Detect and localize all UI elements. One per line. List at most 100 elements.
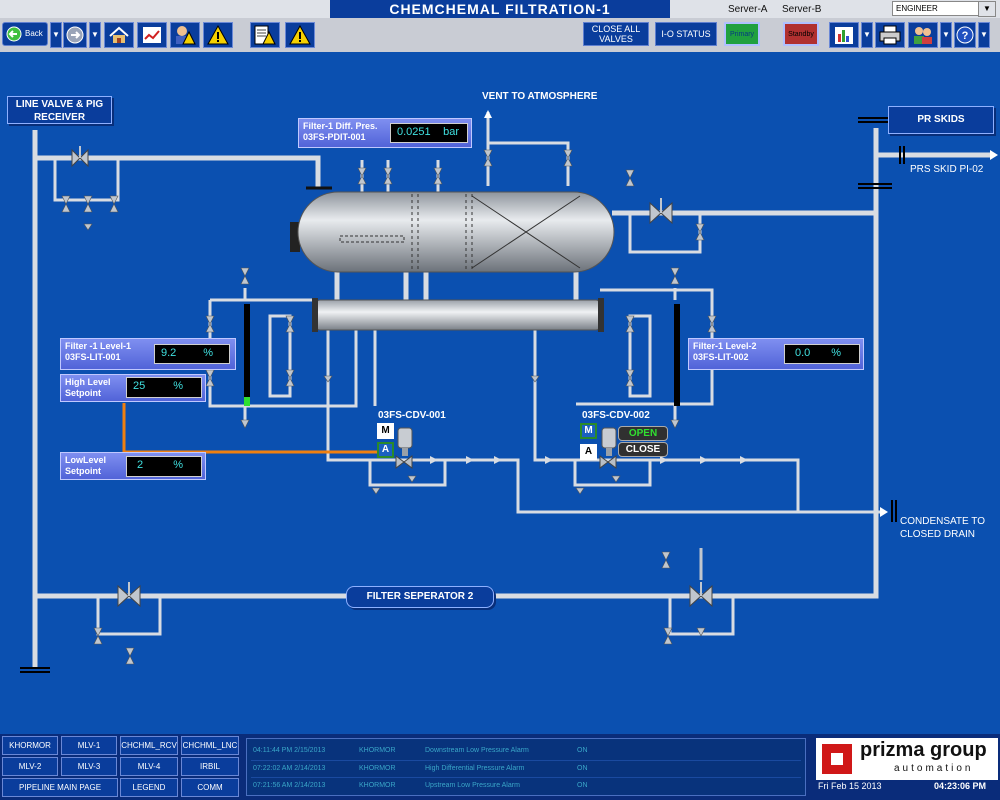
- cdv-001-auto-button[interactable]: A: [377, 442, 394, 458]
- status-date: Fri Feb 15 2013: [818, 781, 882, 791]
- alarm-list-icon: [207, 24, 229, 45]
- high-setpoint-display[interactable]: 25 %: [126, 377, 202, 398]
- svg-text:?: ?: [962, 30, 969, 42]
- help-dropdown[interactable]: ▼: [978, 22, 990, 48]
- prizma-logo: prizma group automation: [816, 738, 998, 780]
- condensate-label-2: CLOSED DRAIN: [900, 529, 976, 540]
- condensate-arrow: [880, 507, 888, 517]
- app-title: CHEMCHEMAL FILTRATION-1: [330, 0, 670, 18]
- level-2-title: Filter-1 Level-2: [693, 341, 757, 351]
- diff-pres-display: 0.0251 bar: [390, 123, 468, 143]
- back-button[interactable]: Back: [2, 22, 48, 46]
- logo-name: prizma group: [860, 739, 987, 761]
- alarm-message: Upstream Low Pressure Alarm: [425, 782, 520, 789]
- user-alarm-button[interactable]: [170, 22, 200, 48]
- forward-button[interactable]: [63, 22, 87, 48]
- alarm-state: ON: [577, 747, 588, 754]
- trend-button[interactable]: [137, 22, 167, 48]
- alarm-row[interactable]: 07:22:02 AM 2/14/2013 KHORMOR High Diffe…: [251, 760, 801, 777]
- printer-icon: [879, 25, 901, 45]
- low-setpoint-title: LowLevel: [65, 455, 107, 465]
- low-setpoint-subtitle: Setpoint: [65, 466, 101, 476]
- server-a-label: Server-A: [728, 4, 768, 15]
- nav-button-mlv-3[interactable]: MLV-3: [61, 757, 117, 776]
- alarm-time: 07:22:02 AM 2/14/2013: [253, 765, 326, 772]
- cdv-002-close-button[interactable]: CLOSE: [618, 442, 668, 457]
- level-1-value: 9.2: [161, 347, 177, 359]
- diff-pres-tag: 03FS-PDIT-001: [303, 132, 366, 142]
- close-all-valves-button[interactable]: CLOSE ALL VALVES: [583, 22, 649, 46]
- io-status-button[interactable]: I-O STATUS: [655, 22, 717, 46]
- nav-button-khormor[interactable]: KHORMOR: [2, 736, 58, 755]
- users-dropdown[interactable]: ▼: [940, 22, 952, 48]
- nav-button-mlv-1[interactable]: MLV-1: [61, 736, 117, 755]
- nav-button-chchml-rcv[interactable]: CHCHML_RCV: [120, 736, 178, 755]
- condensate-label-1: CONDENSATE TO: [900, 516, 986, 527]
- cdv-001-valve[interactable]: [395, 427, 413, 469]
- vessel-mesh: [471, 195, 581, 269]
- back-history-dropdown[interactable]: ▼: [50, 22, 62, 48]
- cdv-002-open-button[interactable]: OPEN: [618, 426, 668, 441]
- vessel-inlet-pipe: [339, 235, 405, 243]
- nav-button-mlv-2[interactable]: MLV-2: [2, 757, 58, 776]
- high-setpoint-subtitle: Setpoint: [65, 388, 101, 398]
- nav-button-pipeline-main-page[interactable]: PIPELINE MAIN PAGE: [2, 778, 118, 797]
- print-button[interactable]: [875, 22, 905, 48]
- users-button[interactable]: [908, 22, 938, 48]
- diff-pres-title: Filter-1 Diff. Pres.: [303, 121, 378, 131]
- nav-button-chchml-lnc[interactable]: CHCHML_LNC: [181, 736, 239, 755]
- nav-button-irbil[interactable]: IRBIL: [181, 757, 239, 776]
- logo-subtitle: automation: [894, 763, 974, 774]
- reports-dropdown[interactable]: ▼: [861, 22, 873, 48]
- cdv-002-label: 03FS-CDV-002: [582, 410, 650, 421]
- alarm-station: KHORMOR: [359, 782, 396, 789]
- alarm-time: 04:11:44 PM 2/15/2013: [253, 747, 326, 754]
- level-2-tag: 03FS-LIT-002: [693, 352, 749, 362]
- nav-button-mlv-4[interactable]: MLV-4: [120, 757, 178, 776]
- back-label: Back: [25, 29, 43, 38]
- reports-button[interactable]: [829, 22, 859, 48]
- chevron-down-icon[interactable]: ▼: [978, 1, 996, 17]
- forward-history-dropdown[interactable]: ▼: [89, 22, 101, 48]
- nav-button-legend[interactable]: LEGEND: [120, 778, 178, 797]
- home-button[interactable]: [104, 22, 134, 48]
- filter-separator-header[interactable]: FILTER SEPERATOR 2: [346, 586, 494, 608]
- alarm-state: ON: [577, 765, 588, 772]
- level-2-display: 0.0 %: [784, 344, 860, 364]
- user-role-select[interactable]: ENGINEER: [892, 1, 979, 16]
- alarm-state: ON: [577, 782, 588, 789]
- level-2-unit: %: [831, 347, 841, 359]
- alarm-report-button[interactable]: [250, 22, 280, 48]
- alarm-message: Downstream Low Pressure Alarm: [425, 747, 529, 754]
- alarm-row[interactable]: 04:11:44 PM 2/15/2013 KHORMOR Downstream…: [251, 743, 801, 759]
- level-1-unit: %: [203, 347, 213, 359]
- home-icon: [109, 26, 129, 43]
- alarm-list-button[interactable]: [203, 22, 233, 48]
- level-1-display: 9.2 %: [154, 344, 230, 364]
- cdv-002-manual-button[interactable]: M: [580, 423, 597, 439]
- back-arrow-icon: [6, 26, 22, 42]
- high-setpoint-title: High Level: [65, 377, 111, 387]
- line-valve-header[interactable]: LINE VALVE & PIG RECEIVER: [7, 96, 112, 124]
- filter-separator-vessel: [297, 191, 615, 273]
- cdv-001-manual-button[interactable]: M: [377, 423, 394, 439]
- standby-server-button[interactable]: Standby: [783, 22, 819, 46]
- help-button[interactable]: ?: [954, 22, 976, 48]
- status-time: 04:23:06 PM: [934, 781, 987, 791]
- level-1-gauge-fill: [244, 397, 250, 406]
- primary-server-button[interactable]: Primary: [724, 22, 760, 46]
- alarm-row[interactable]: 07:21:56 AM 2/14/2013 KHORMOR Upstream L…: [251, 777, 801, 794]
- nav-button-comm[interactable]: COMM: [181, 778, 239, 797]
- cdv-002-auto-button[interactable]: A: [580, 444, 597, 460]
- help-icon: ?: [956, 26, 974, 44]
- cdv-002-valve[interactable]: [599, 427, 617, 469]
- alarm-report-icon: [254, 25, 276, 45]
- trend-chart-icon: [143, 27, 161, 43]
- low-setpoint-display[interactable]: 2 %: [126, 456, 202, 477]
- level-2-gauge: [674, 304, 680, 406]
- pr-skids-header[interactable]: PR SKIDS: [888, 106, 994, 134]
- alarm-acknowledge-button[interactable]: [285, 22, 315, 48]
- alarm-station: KHORMOR: [359, 747, 396, 754]
- users-icon: [914, 27, 932, 44]
- alarm-summary[interactable]: 04:11:44 PM 2/15/2013 KHORMOR Downstream…: [246, 738, 806, 796]
